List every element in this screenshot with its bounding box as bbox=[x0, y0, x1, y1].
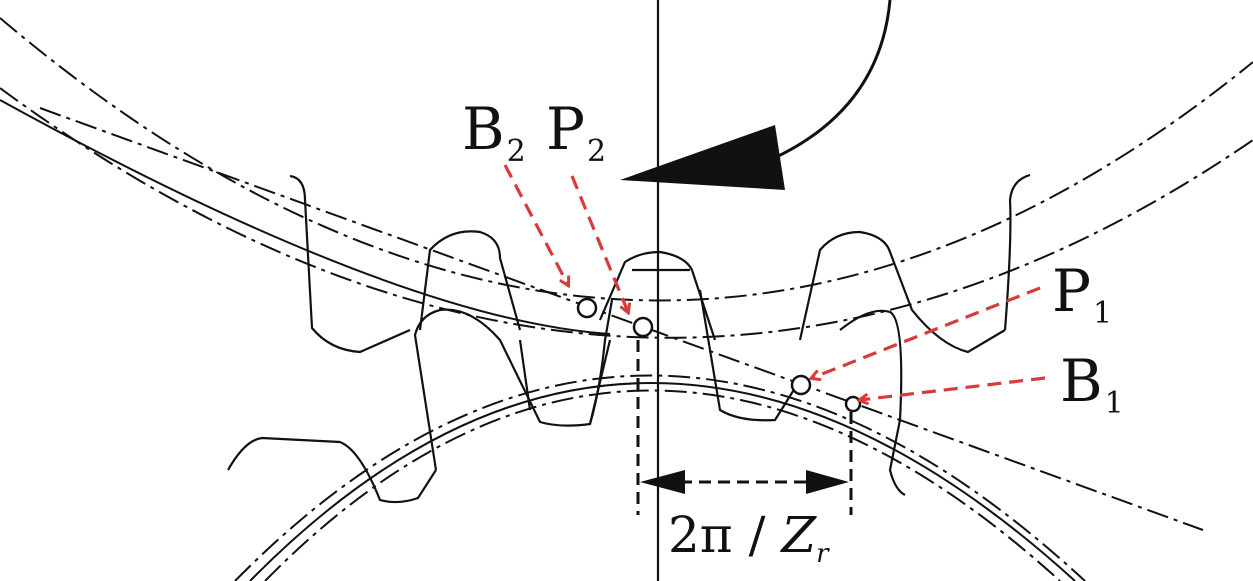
label-b1-main: B bbox=[1060, 347, 1103, 415]
label-b2-main: B bbox=[462, 95, 505, 163]
line-of-action bbox=[39, 107, 1204, 531]
label-p1: P1 bbox=[1052, 262, 1112, 329]
pitch-dimension bbox=[636, 340, 853, 515]
point-b2-marker bbox=[576, 297, 598, 319]
lower-outer-circle bbox=[234, 374, 1086, 581]
lower-gear-teeth bbox=[227, 289, 906, 504]
leader-arrows bbox=[503, 164, 1046, 400]
lower-tooth-center bbox=[588, 299, 614, 425]
upper-root-line bbox=[0, 99, 611, 335]
label-b1-sub: 1 bbox=[1104, 386, 1124, 421]
label-p2: P2 bbox=[546, 100, 606, 167]
rotation-arrowhead-icon bbox=[620, 125, 785, 190]
lower-tooth-center-right bbox=[698, 289, 801, 422]
label-b2: B2 bbox=[462, 100, 526, 167]
lower-solid-circle bbox=[249, 382, 1076, 581]
upper-gear-teeth bbox=[289, 173, 1031, 354]
label-p2-sub: 2 bbox=[587, 134, 607, 169]
upper-tooth-center bbox=[598, 250, 717, 341]
lower-tooth-far-left bbox=[227, 436, 437, 504]
lower-tooth-right bbox=[839, 309, 906, 496]
formula-prefix: 2π / bbox=[668, 506, 782, 564]
dimension-arrow-left-icon bbox=[640, 470, 685, 494]
arrow-p1 bbox=[812, 286, 1041, 378]
upper-outer-circle bbox=[0, 17, 1253, 302]
rotation-arc bbox=[769, 0, 892, 162]
pitch-angle-formula: 2π / Zr bbox=[668, 510, 829, 567]
lower-tooth-center-left bbox=[518, 339, 532, 411]
label-p1-sub: 1 bbox=[1093, 296, 1113, 331]
upper-tooth-right bbox=[1003, 173, 1031, 331]
arrow-p2 bbox=[570, 175, 628, 312]
label-p2-main: P bbox=[546, 95, 586, 163]
upper-tooth-mid-right bbox=[798, 230, 1006, 354]
rotation-arrow bbox=[620, 0, 892, 190]
arrow-b1 bbox=[860, 376, 1046, 400]
upper-gear-circles bbox=[0, 17, 1253, 339]
upper-tooth-left bbox=[289, 174, 411, 354]
dimension-arrow-right-icon bbox=[806, 470, 849, 494]
label-b1: B1 bbox=[1060, 352, 1124, 419]
lower-tooth-left bbox=[413, 308, 612, 471]
label-p1-main: P bbox=[1052, 257, 1092, 325]
arrow-b2 bbox=[503, 164, 568, 285]
lower-gear-circles bbox=[39, 107, 1204, 581]
point-p2-marker bbox=[632, 316, 654, 338]
upper-pitch-circle bbox=[0, 87, 1253, 339]
formula-var: Z bbox=[781, 506, 817, 564]
point-p1-marker bbox=[790, 374, 812, 396]
upper-tooth-mid-left bbox=[418, 230, 522, 331]
point-b1-marker bbox=[844, 395, 862, 413]
formula-sub: r bbox=[816, 539, 829, 569]
label-b2-sub: 2 bbox=[506, 134, 526, 169]
